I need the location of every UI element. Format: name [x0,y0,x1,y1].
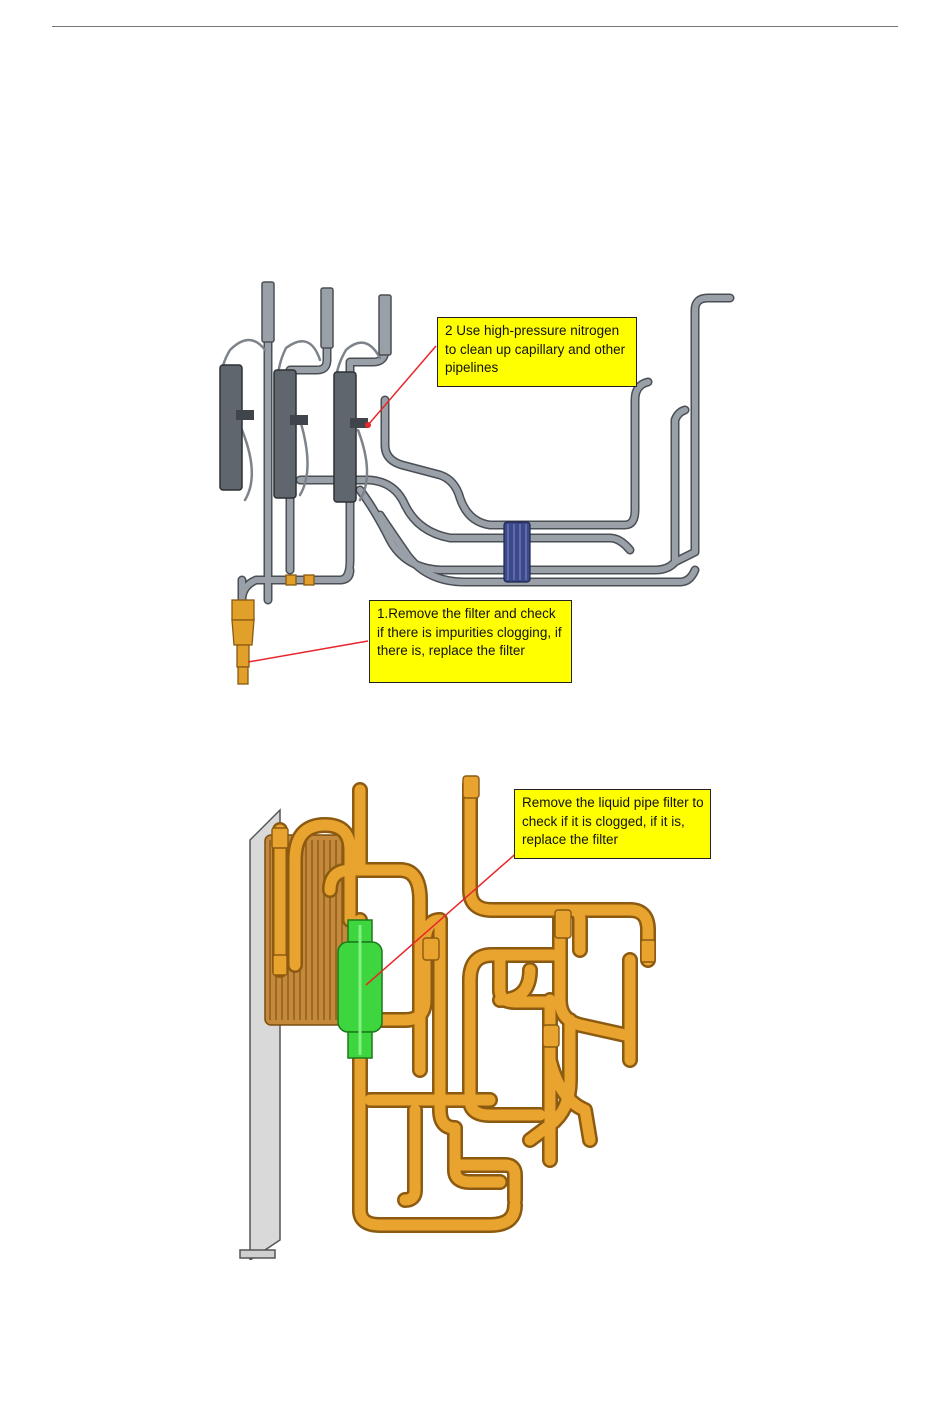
callout-liquid-pipe-filter: Remove the liquid pipe filter to check i… [514,789,711,859]
callout-nitrogen-cleaning: 2 Use high-pressure nitrogen to clean up… [437,317,637,387]
header-rule [52,26,898,27]
callout-remove-filter: 1.Remove the filter and check if there i… [369,600,572,683]
